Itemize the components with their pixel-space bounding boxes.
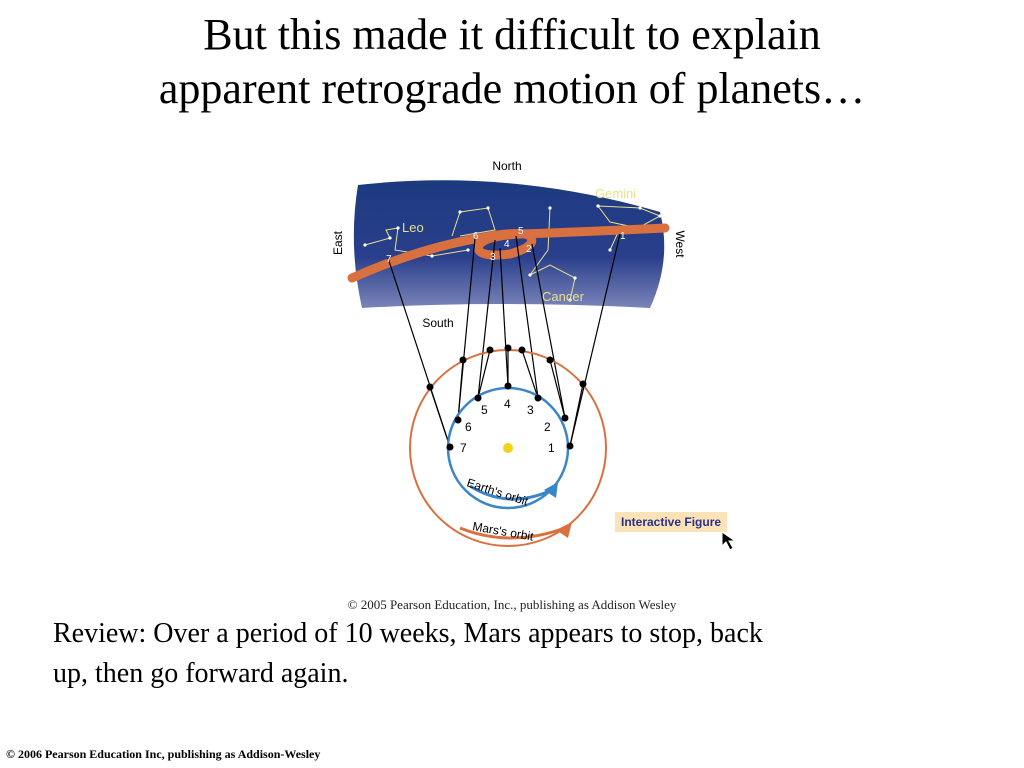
figure-copyright: © 2005 Pearson Education, Inc., publishi…: [347, 597, 677, 612]
sky-point-1: 1: [620, 231, 626, 242]
mars-orbit-arrowhead: [556, 522, 572, 538]
mars-positions: [426, 344, 587, 391]
earth-point-7: 7: [460, 441, 467, 455]
sky-point-2: 2: [526, 244, 532, 255]
interactive-figure-label[interactable]: Interactive Figure: [615, 512, 728, 532]
leo-label: Leo: [402, 220, 424, 235]
earth-point-labels: 1 2 3 4 5 6 7: [460, 397, 555, 455]
earth-orbit-label: Earth's orbit: [465, 476, 530, 509]
sky-point-5: 5: [518, 226, 524, 237]
title-line-2: apparent retrograde motion of planets…: [158, 64, 866, 113]
retrograde-diagram: North South East West Gemini Leo Cancer …: [331, 159, 687, 547]
slide-footer: © 2006 Pearson Education Inc, publishing…: [6, 747, 321, 761]
north-label: North: [492, 159, 521, 173]
slide-title: But this made it difficult to explain ap…: [0, 8, 1024, 116]
sun: [503, 443, 513, 453]
earth-point-2: 2: [544, 420, 551, 434]
earth-orbit-arrowhead: [544, 482, 558, 498]
mars-apparent-path: [347, 223, 670, 283]
earth-point-6: 6: [465, 420, 472, 434]
sight-lines: [387, 233, 621, 448]
earth-point-3: 3: [527, 403, 534, 417]
west-label: West: [673, 230, 687, 258]
earth-point-4: 4: [504, 397, 511, 411]
sky-point-labels: 1 2 3 4 5 6 7: [386, 226, 626, 265]
title-line-1: But this made it difficult to explain: [203, 10, 821, 59]
south-label: South: [422, 316, 453, 330]
earth-point-5: 5: [481, 403, 488, 417]
sky-point-7: 7: [386, 254, 392, 265]
earth-positions: [446, 382, 574, 451]
interactive-figure-button[interactable]: Interactive Figure: [615, 512, 728, 532]
review-line-2: up, then go forward again.: [53, 658, 349, 689]
sky-point-3: 3: [490, 252, 496, 263]
review-text: Review: Over a period of 10 weeks, Mars …: [53, 614, 953, 694]
review-line-1: Review: Over a period of 10 weeks, Mars …: [53, 618, 763, 649]
gemini-label: Gemini: [595, 186, 636, 201]
east-label: East: [331, 230, 345, 255]
earth-orbit-arrow: [469, 484, 553, 501]
mars-orbit-label: Mars's orbit: [471, 519, 535, 544]
sky-point-4: 4: [504, 239, 510, 250]
pointer-cursor-icon: [721, 531, 737, 551]
mars-orbit-arrow: [459, 526, 566, 540]
sky-point-6: 6: [473, 231, 479, 242]
earth-point-1: 1: [548, 441, 555, 455]
sky-dome: [353, 180, 665, 308]
cancer-label: Cancer: [542, 289, 585, 304]
constellation-stars: [363, 204, 662, 302]
